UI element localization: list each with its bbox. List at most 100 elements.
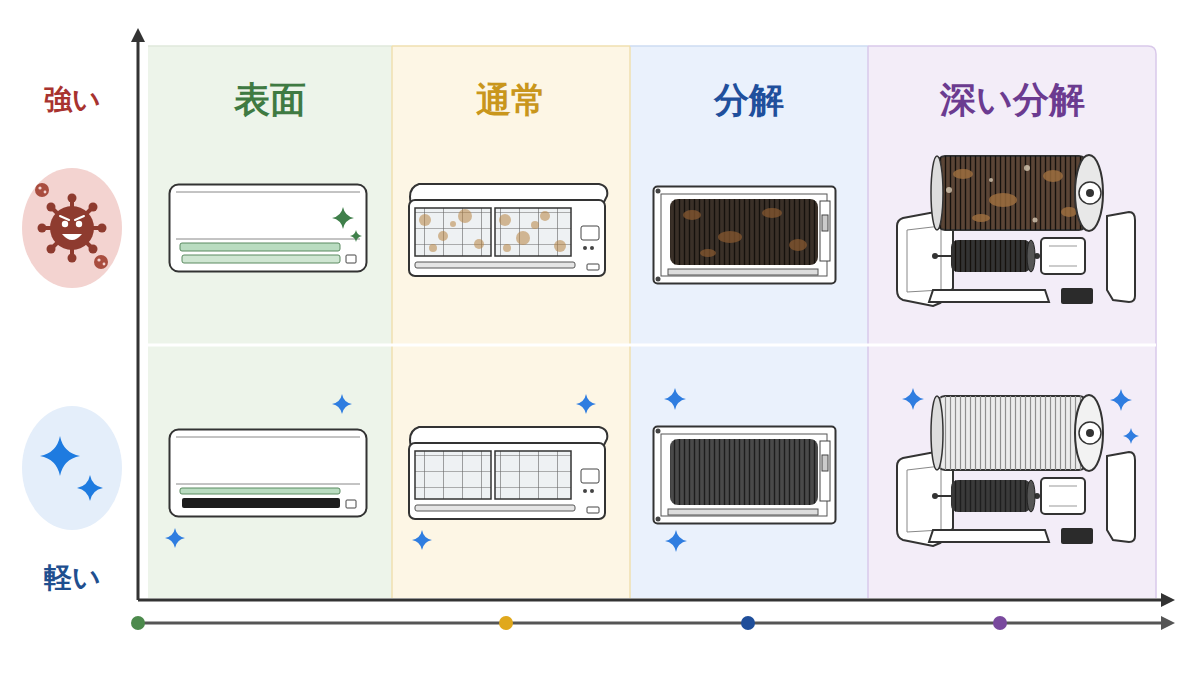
sparkles <box>665 530 687 552</box>
surface-ac-dirty <box>170 185 367 272</box>
column-grounds <box>148 45 392 47</box>
column-grounds <box>868 46 1156 598</box>
exploded-parts-dirty <box>1075 155 1103 231</box>
open-ac-dirty <box>670 199 818 265</box>
filter-ac-dirty <box>458 209 472 223</box>
sparkle-icon <box>77 475 103 501</box>
surface-ac-dirty <box>180 243 340 251</box>
sparkle-icon <box>22 406 122 530</box>
germ-icon <box>38 224 47 233</box>
germ-icon <box>103 263 106 266</box>
axes <box>1161 616 1175 630</box>
exploded-parts-dirty <box>1033 218 1038 223</box>
exploded-parts-clean <box>1079 422 1101 444</box>
sparkle-icon <box>22 406 122 530</box>
germ-icon <box>47 203 56 212</box>
column-grounds <box>148 46 392 598</box>
open-ac-clean <box>654 427 836 524</box>
surface-ac-clean <box>170 430 367 517</box>
cleaning-level-band: 通常 <box>392 46 630 598</box>
filter-ac-dirty <box>554 240 566 252</box>
germ-icon <box>35 183 49 197</box>
sparkles <box>332 207 354 229</box>
open-ac-clean <box>670 439 818 505</box>
surface-ac-clean <box>180 488 340 494</box>
sparkles <box>1123 428 1139 444</box>
exploded-parts-clean <box>931 396 943 470</box>
band-heading: 分解 <box>630 79 868 122</box>
exploded-parts-dirty <box>1027 240 1035 272</box>
open-ac-clean <box>670 439 818 505</box>
filter-ac-dirty <box>540 211 550 221</box>
exploded-parts-dirty <box>953 169 973 179</box>
exploded-parts-clean <box>1027 480 1035 512</box>
germ-icon <box>62 221 68 227</box>
column-grounds <box>392 46 630 598</box>
exploded-parts-dirty <box>1024 165 1030 171</box>
open-ac-dirty <box>683 208 807 257</box>
filter-ac-dirty <box>438 231 448 241</box>
filter-ac-dirty <box>409 184 607 276</box>
axes <box>131 28 145 42</box>
exploded-parts-dirty <box>1086 189 1094 197</box>
exploded-parts-clean <box>951 480 1031 512</box>
exploded-parts-clean <box>937 396 1087 470</box>
band-heading: 通常 <box>392 79 630 122</box>
open-ac-dirty <box>789 239 807 251</box>
cleaning-level-band: 深い分解 <box>868 46 1156 598</box>
germ-icon <box>89 245 98 254</box>
germ-icon <box>89 203 98 212</box>
column-grounds <box>148 46 1156 598</box>
filter-ac-dirty <box>516 231 530 245</box>
exploded-parts-dirty <box>1061 207 1077 217</box>
germ-icon <box>62 234 82 240</box>
axes <box>499 616 513 630</box>
cleaning-level-band: 表面 <box>148 46 392 598</box>
filter-ac-dirty <box>409 184 607 276</box>
open-ac-dirty <box>683 210 701 220</box>
filter-ac-dirty <box>429 244 437 252</box>
exploded-parts-dirty <box>946 165 1038 223</box>
exploded-parts-clean <box>937 396 1087 470</box>
axes <box>1161 593 1175 607</box>
filter-ac-clean <box>409 427 607 519</box>
open-ac-dirty <box>670 199 818 265</box>
column-grounds <box>630 46 868 598</box>
axis-level-label: 軽い <box>44 561 101 595</box>
axes <box>137 40 140 600</box>
band-heading: 表面 <box>148 79 392 122</box>
exploded-parts-clean <box>951 480 1031 512</box>
exploded-parts-dirty <box>937 156 1087 230</box>
sparkles <box>664 388 686 410</box>
exploded-parts-dirty <box>1043 170 1063 182</box>
germ-icon <box>42 198 102 258</box>
axis-level-label: 強い <box>44 83 101 117</box>
filter-ac-dirty <box>531 221 539 229</box>
exploded-parts-dirty <box>989 178 993 182</box>
filter-ac-dirty <box>419 209 566 252</box>
axes <box>138 599 1163 602</box>
open-ac-clean <box>654 427 836 524</box>
germ-icon <box>94 255 108 269</box>
germ-icon <box>38 186 41 189</box>
sparkles <box>350 230 362 242</box>
filter-ac-dirty <box>450 221 456 227</box>
open-ac-dirty <box>654 187 836 284</box>
germ-icon <box>97 258 100 261</box>
surface-ac-dirty <box>170 185 367 272</box>
filter-ac-clean <box>409 427 607 519</box>
germ-icon <box>22 168 122 288</box>
axes <box>993 616 1007 630</box>
cleaning-level-band: 分解 <box>630 46 868 598</box>
germ-icon <box>60 216 84 220</box>
germ-icon <box>50 206 94 250</box>
axes <box>138 622 1163 625</box>
sparkles <box>332 394 352 414</box>
exploded-parts-dirty <box>953 169 1077 222</box>
exploded-parts-clean <box>1086 429 1094 437</box>
exploded-parts-dirty <box>951 240 1031 272</box>
exploded-parts-dirty <box>897 155 1135 306</box>
filter-ac-dirty <box>474 239 484 249</box>
filter-ac-dirty <box>503 244 511 252</box>
